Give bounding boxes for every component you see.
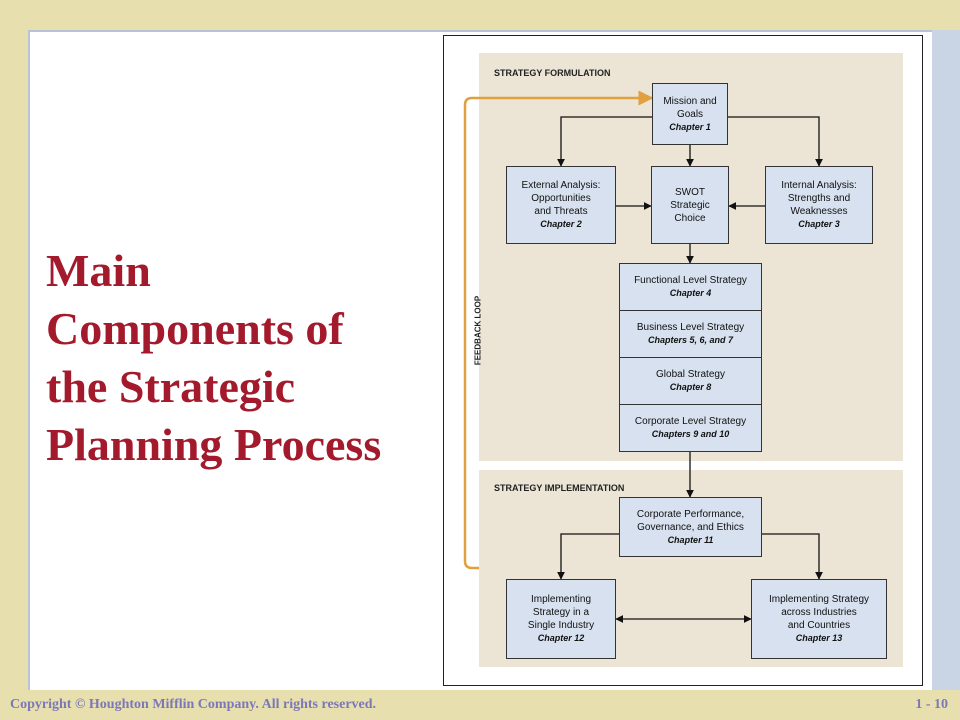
- box-line: Functional Level Strategy: [634, 275, 747, 286]
- connector-arrows: [463, 90, 823, 623]
- box-line: Strategy in a: [532, 607, 590, 618]
- box-line: Corporate Level Strategy: [634, 416, 747, 427]
- chapter-label: Chapters 5, 6, and 7: [647, 335, 734, 345]
- title-line: the Strategic: [46, 361, 296, 412]
- chapter-label: Chapter 2: [540, 219, 582, 229]
- box-line: Strengths and: [787, 193, 851, 204]
- mission-to-internal-arrow: [728, 116, 823, 167]
- box-line: Single Industry: [527, 620, 595, 631]
- corporate-performance-box: Corporate Performance, Governance, and E…: [619, 497, 762, 557]
- chapter-label: Chapters 9 and 10: [651, 429, 730, 439]
- box-line: Mission and: [663, 95, 717, 107]
- diagram-frame: STRATEGY FORMULATION STRATEGY IMPLEMENTA…: [443, 35, 923, 686]
- slide-title: Main Components of the Strategic Plannin…: [46, 242, 446, 474]
- box-line: Corporate Performance,: [636, 508, 745, 520]
- box-line: Choice: [674, 212, 706, 224]
- box-line: Implementing Strategy: [768, 594, 870, 605]
- mission-to-external-arrow: [557, 116, 652, 167]
- functional-strategy-box: Functional Level Strategy Chapter 4: [619, 263, 762, 311]
- formulation-label: STRATEGY FORMULATION: [494, 68, 611, 78]
- right-band: [932, 30, 960, 690]
- box-line: across Industries: [781, 607, 857, 618]
- box-line: Goals: [676, 108, 704, 120]
- feedback-loop-label: FEEDBACK LOOP: [473, 295, 483, 366]
- chapter-label: Chapter 13: [795, 633, 843, 643]
- box-line: Governance, and Ethics: [637, 521, 744, 533]
- title-line: Components of: [46, 303, 344, 354]
- chapter-label: Chapter 8: [669, 382, 712, 392]
- box-line: Weaknesses: [790, 206, 848, 217]
- mission-goals-box: Mission and Goals Chapter 1: [652, 83, 728, 145]
- chapter-label: Chapter 3: [798, 219, 840, 229]
- box-line: Business Level Strategy: [636, 322, 745, 333]
- box-line: and Countries: [787, 620, 851, 631]
- external-analysis-box: External Analysis: Opportunities and Thr…: [506, 166, 616, 244]
- internal-analysis-box: Internal Analysis: Strengths and Weaknes…: [765, 166, 873, 244]
- top-band: [0, 0, 960, 30]
- corporate-strategy-box: Corporate Level Strategy Chapters 9 and …: [619, 404, 762, 452]
- title-line: Planning Process: [46, 419, 382, 470]
- single-industry-box: Implementing Strategy in a Single Indust…: [506, 579, 616, 659]
- box-line: Internal Analysis:: [781, 180, 857, 191]
- chapter-label: Chapter 4: [669, 288, 712, 298]
- performance-to-single-arrow: [557, 533, 619, 580]
- swot-box: SWOT Strategic Choice: [651, 166, 729, 244]
- across-industries-box: Implementing Strategy across Industries …: [751, 579, 887, 659]
- chapter-label: Chapter 11: [667, 534, 714, 545]
- title-line: Main: [46, 245, 151, 296]
- left-band: [0, 30, 28, 690]
- box-line: Global Strategy: [656, 369, 725, 380]
- implementation-label: STRATEGY IMPLEMENTATION: [494, 483, 625, 493]
- box-line: and Threats: [534, 206, 588, 217]
- box-line: Opportunities: [531, 193, 591, 204]
- box-line: External Analysis:: [521, 180, 601, 191]
- chapter-label: Chapter 1: [669, 121, 711, 132]
- business-strategy-box: Business Level Strategy Chapters 5, 6, a…: [619, 310, 762, 358]
- feedback-loop-line: [463, 90, 654, 570]
- box-line: Strategic: [670, 199, 710, 211]
- page-number: 1 - 10: [915, 697, 948, 712]
- global-strategy-box: Global Strategy Chapter 8: [619, 357, 762, 405]
- performance-to-across-arrow: [762, 533, 823, 580]
- box-line: SWOT: [675, 186, 705, 198]
- box-line: Implementing: [530, 594, 592, 605]
- footer-bar: Copyright © Houghton Mifflin Company. Al…: [0, 690, 960, 720]
- copyright-text: Copyright © Houghton Mifflin Company. Al…: [10, 697, 377, 712]
- chapter-label: Chapter 12: [537, 633, 585, 643]
